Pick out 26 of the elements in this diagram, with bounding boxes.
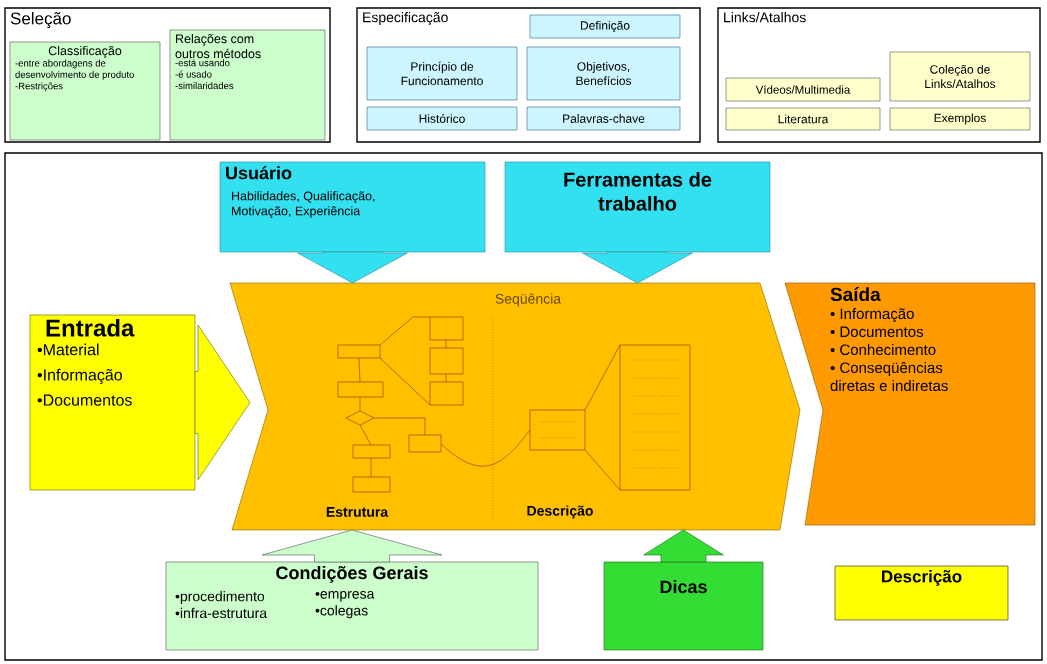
topic-box: Palavras-chave [526,106,681,131]
block-arrow [261,529,443,563]
frame [4,152,1043,661]
section-label: Descrição [527,505,593,519]
topic-box: Histórico [366,106,518,131]
block-arrow [582,251,693,284]
topic-box: Literatura [725,107,881,131]
topic-box: Definição [529,14,681,39]
block-arrow [643,529,724,563]
input-box: Entrada •Material •Informação •Documentos [29,314,196,491]
section-label: Estrutura [326,507,389,517]
topic-box: Vídeos/Multimedia [725,77,881,102]
topic-box: Princípio de Funcionamento [366,46,518,101]
input-box: Ferramentas de trabalho [504,161,771,253]
section-label: Seqüência [495,293,562,307]
conditions-box: Condições Gerais •procedimento •infra-estrutura •empresa •colegas [165,561,539,651]
description-box: Descrição [834,565,1009,621]
category-box: Relações com outros métodos -está usando -é usado -similaridades [169,29,326,141]
topic-box: Objetivos, Benefícios [526,46,681,101]
tips-box: Dicas [603,561,764,651]
category-box: Classificação -entre abordagens de desenvolvimento de produto -Restrições [9,41,161,141]
input-box: Usuário Habilidades, Qualificação, Motivação, Experiência [219,161,486,253]
block-arrow [297,251,408,284]
block-arrow [194,324,251,481]
topic-box: Coleção de Links/Atalhos [889,51,1031,102]
topic-box: Exemplos [889,107,1031,131]
